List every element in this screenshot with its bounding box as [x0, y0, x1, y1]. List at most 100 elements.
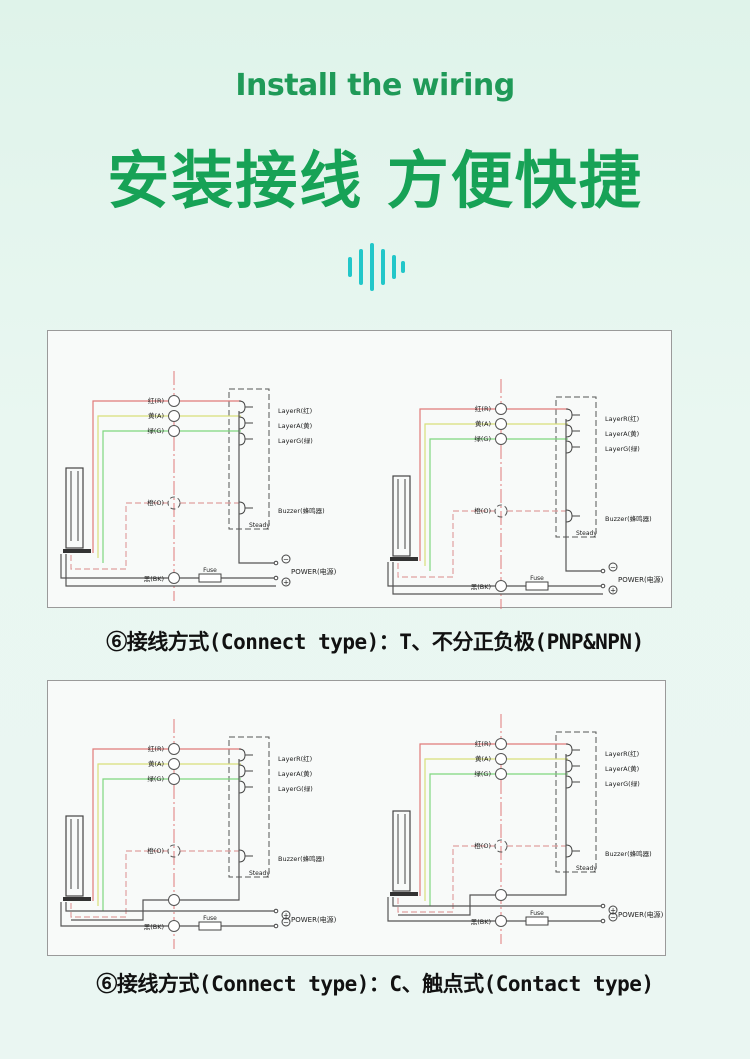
label-black: 黑(BK): [471, 583, 491, 591]
common-wire: [238, 411, 276, 564]
label-yellow: 黄(A): [148, 759, 164, 768]
green-wire: [102, 778, 168, 911]
label-layer-r: LayerR(红): [605, 414, 639, 423]
label-fuse: Fuse: [530, 910, 544, 917]
relay-g-icon: [238, 432, 253, 446]
minus-label: −: [283, 556, 289, 564]
label-green: 绿(G): [147, 774, 164, 783]
relay-r-icon: [565, 408, 580, 422]
label-power: POWER(电源): [618, 910, 664, 919]
terminal-orange: [494, 504, 508, 518]
english-title: Install the wiring: [235, 68, 515, 103]
label-buzzer: Buzzer(蜂鸣器): [278, 506, 325, 515]
black-wire: [387, 562, 495, 587]
label-layer-r: LayerR(红): [278, 754, 312, 763]
label-fuse: Fuse: [203, 915, 217, 922]
terminal-black: [495, 580, 507, 592]
label-fuse: Fuse: [203, 567, 217, 574]
label-red: 红(R): [148, 744, 164, 753]
label-yellow: 黄(A): [148, 411, 164, 420]
power-terminal: [273, 575, 279, 581]
plus-sign-icon: [281, 577, 291, 587]
label-yellow: 黄(A): [475, 754, 491, 763]
label-layer-a: LayerA(黄): [605, 429, 639, 438]
relay-buzzer-icon: [565, 844, 580, 858]
relay-buzzer-icon: [565, 509, 580, 523]
orange-wire: [397, 510, 495, 578]
terminal-yellow: [495, 753, 507, 765]
label-green: 绿(G): [474, 434, 491, 443]
relay-box: [228, 736, 270, 878]
minus-label: −: [610, 564, 616, 572]
label-red: 红(R): [475, 404, 491, 413]
minus-sign-icon: [281, 917, 291, 927]
terminal-orange: [167, 496, 181, 510]
power-terminal: [600, 583, 606, 589]
terminal-red: [495, 738, 507, 750]
terminal-yellow: [495, 418, 507, 430]
relay-buzzer-icon: [238, 501, 253, 515]
label-black: 黑(BK): [144, 923, 164, 931]
power-terminal: [600, 903, 606, 909]
common-wire: [180, 759, 240, 901]
relay-a-icon: [565, 759, 580, 773]
plus-label: +: [610, 587, 616, 595]
label-steady: Steady: [576, 865, 597, 872]
common-wire: [565, 419, 603, 572]
black-wire: [60, 554, 168, 579]
label-fuse: Fuse: [530, 575, 544, 582]
power-wire: [65, 902, 276, 912]
label-steady: Steady: [249, 522, 270, 529]
label-layer-a: LayerA(黄): [278, 421, 312, 430]
common-wire: [71, 899, 168, 921]
label-orange: 橙(O): [147, 846, 164, 855]
terminal-red: [495, 403, 507, 415]
terminal-black: [495, 915, 507, 927]
yellow-wire: [424, 758, 495, 901]
label-power: POWER(电源): [291, 915, 337, 924]
power-wire: [65, 554, 276, 587]
black-wire: [387, 897, 495, 922]
tower-light-icon: [392, 810, 411, 892]
label-red: 红(R): [148, 396, 164, 405]
tower-light-base: [63, 549, 91, 553]
terminal-black: [168, 920, 180, 932]
relay-g-icon: [565, 775, 580, 789]
wiring-panel-c-type: −+红(R)黄(A)绿(G)橙(O)黑(BK)LayerR(红)LayerA(黄…: [47, 680, 666, 956]
power-wire: [392, 562, 603, 595]
label-steady: Steady: [576, 530, 597, 537]
fuse-icon: [525, 916, 549, 926]
power-wire: [392, 897, 603, 907]
green-wire: [429, 438, 495, 571]
sound-wave-icon: [348, 243, 405, 291]
wiring-diagram-c-left: −+红(R)黄(A)绿(G)橙(O)黑(BK)LayerR(红)LayerA(黄…: [60, 719, 337, 949]
relay-box: [228, 388, 270, 530]
tower-light-base: [390, 557, 418, 561]
terminal-orange: [494, 839, 508, 853]
label-yellow: 黄(A): [475, 419, 491, 428]
red-wire: [92, 748, 168, 901]
label-green: 绿(G): [147, 426, 164, 435]
plus-label: +: [610, 907, 616, 915]
relay-buzzer-icon: [238, 849, 253, 863]
label-buzzer: Buzzer(蜂鸣器): [605, 849, 652, 858]
yellow-wire: [97, 415, 168, 558]
terminal-yellow: [168, 758, 180, 770]
relay-box: [555, 731, 597, 873]
minus-sign-icon: [608, 912, 618, 922]
plus-label: +: [283, 579, 289, 587]
plus-sign-icon: [281, 910, 291, 920]
terminal-green: [168, 425, 180, 437]
label-steady: Steady: [249, 870, 270, 877]
diagram-pair: −+红(R)黄(A)绿(G)橙(O)黑(BK)LayerR(红)LayerA(黄…: [60, 371, 664, 609]
wiring-diagram-t-right: −+红(R)黄(A)绿(G)橙(O)黑(BK)LayerR(红)LayerA(黄…: [387, 379, 664, 609]
relay-g-icon: [238, 780, 253, 794]
tower-light-icon: [65, 467, 84, 549]
minus-sign-icon: [608, 562, 618, 572]
red-wire: [419, 408, 495, 561]
label-layer-g: LayerG(绿): [278, 784, 313, 793]
plus-sign-icon: [608, 905, 618, 915]
fuse-icon: [198, 921, 222, 931]
terminal-common: [495, 889, 507, 901]
green-wire: [429, 773, 495, 906]
